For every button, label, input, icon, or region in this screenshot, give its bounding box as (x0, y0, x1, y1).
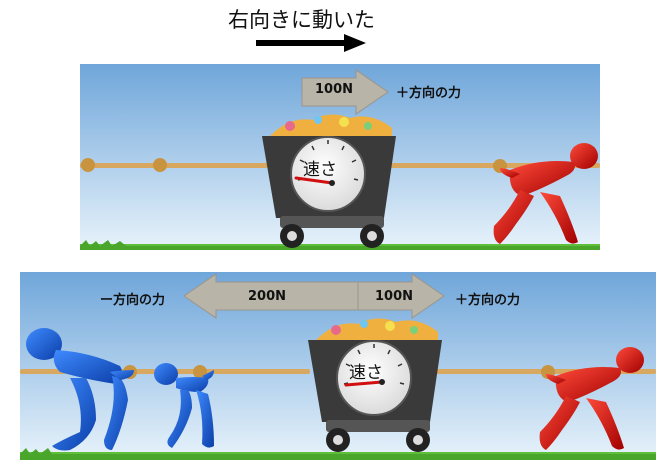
cart (308, 318, 442, 452)
cart-base (326, 420, 430, 432)
gauge-needle (344, 380, 384, 387)
force-label-positive: ＋方向の力 (396, 86, 462, 101)
cart-base (280, 216, 384, 228)
force-label-positive: ＋方向の力 (455, 293, 521, 308)
cart-load (270, 114, 392, 138)
blue-figure-large (26, 328, 134, 451)
gauge-label: 速さ (303, 160, 337, 180)
force-value-positive: 100N (374, 289, 414, 304)
force-label-negative: ー方向の力 (100, 293, 166, 308)
red-figure (539, 347, 644, 450)
red-figure (493, 143, 598, 244)
title-arrow (256, 34, 366, 52)
panel-bottom (20, 272, 656, 460)
cart-load (316, 318, 438, 342)
page-title: 右向きに動いた (228, 8, 375, 32)
blue-figure-small (154, 363, 214, 448)
panel-top (80, 64, 600, 250)
force-arrow-positive (357, 273, 445, 319)
cart (262, 114, 396, 248)
gauge-needle (294, 176, 334, 185)
force-arrow-positive (301, 69, 389, 115)
rope-knot (81, 158, 95, 172)
speed-gauge (336, 340, 412, 416)
gauge-label: 速さ (349, 363, 383, 383)
force-value-positive: 100N (314, 82, 354, 97)
rope-knot (153, 158, 167, 172)
speed-gauge (290, 136, 366, 212)
force-value-negative: 200N (247, 289, 287, 304)
